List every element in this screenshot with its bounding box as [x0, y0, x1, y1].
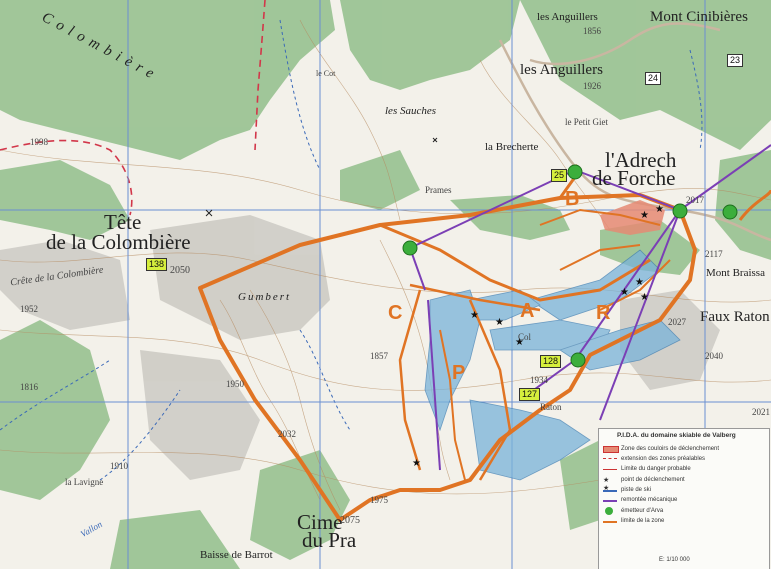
boundary-lines [0, 0, 266, 216]
legend-symbol-boundary [603, 521, 617, 528]
legend-symbol-station [605, 507, 613, 515]
summit-markers [205, 137, 438, 217]
legend-symbol-limit [603, 469, 617, 475]
tag-23: 23 [727, 54, 744, 67]
label-prames: Prames [425, 185, 452, 195]
svg-text:★: ★ [620, 287, 629, 298]
legend-row: piste de ski [621, 487, 652, 493]
tag-25: 25 [551, 169, 568, 182]
legend-row: Zone des couloirs de déclenchement [621, 446, 720, 452]
release-points: ★ ★ ★ ★ ★ ★ ★ ★ ★ [412, 204, 664, 469]
tag-138: 138 [146, 258, 168, 271]
legend-row: extension des zones préalables [621, 456, 706, 462]
legend-row: remontée mécanique [621, 497, 678, 503]
elev-e11: 1952 [20, 304, 38, 314]
elev-e2: 2117 [705, 249, 723, 259]
label-tete: Tête [104, 210, 142, 234]
elev-anguillers: 1856 [583, 26, 601, 36]
label-cime: Cime [297, 510, 343, 534]
elev-e4: 2040 [705, 351, 723, 361]
ski-area-outline [198, 163, 771, 522]
label-la-lavigne: la Lavigne [65, 477, 104, 487]
label-anguillers-small: les Anguillers [537, 11, 598, 23]
zone-r: R [596, 302, 611, 324]
tag-24: 24 [645, 72, 662, 85]
zone-b: B [565, 188, 580, 210]
label-baisse-barrot: Baisse de Barrot [200, 549, 273, 561]
lift-stations [402, 164, 738, 368]
elev-cime: 2075 [340, 515, 360, 526]
svg-text:★: ★ [470, 310, 479, 321]
elev-adrech: 2017 [686, 195, 704, 205]
svg-text:★: ★ [655, 204, 664, 215]
map-legend: P.I.D.A. du domaine skiable de Valberg Z… [598, 428, 770, 569]
label-brecherte: la Brecherte [485, 141, 539, 153]
tag-128: 128 [540, 355, 562, 368]
elev-e10: 2021 [752, 407, 770, 417]
label-de-forche: de Forche [592, 166, 676, 190]
streams [0, 19, 703, 481]
star-icon: ★ ★ [603, 477, 610, 492]
label-sauches: les Sauches [385, 105, 437, 117]
zone-p: P [452, 362, 466, 384]
label-colombiere: de la Colombière [46, 230, 191, 254]
elev-e1: 1998 [30, 137, 48, 147]
label-adrech: l'Adrech [605, 148, 677, 172]
elev-e9: 1857 [370, 351, 388, 361]
legend-row: limite de la zone [621, 518, 665, 524]
contour-lines [0, 19, 771, 511]
elev-e6: 1950 [226, 379, 244, 389]
svg-text:★: ★ [640, 210, 649, 221]
ski-lifts [409, 144, 771, 471]
legend-title: P.I.D.A. du domaine skiable de Valberg [617, 432, 736, 439]
legend-row: Limite du danger probable [621, 466, 691, 472]
label-le-cot: le Cot [316, 69, 336, 78]
label-mont-braissa: Mont Braissa [706, 267, 765, 279]
elev-tete: 2050 [170, 265, 190, 276]
elev-e12: 1816 [20, 382, 38, 392]
zone-c: C [388, 302, 403, 324]
label-anguillers: les Anguillers [520, 62, 603, 78]
map-scale: E: 1/10 000 [659, 557, 690, 563]
legend-row: point de déclenchement [621, 477, 685, 483]
svg-text:★: ★ [495, 317, 504, 328]
label-raton: Raton [540, 402, 562, 412]
elev-e3: 2027 [668, 317, 686, 327]
label-gumbert: Gumbert [238, 291, 292, 303]
svg-text:★: ★ [412, 458, 421, 469]
zone-a: A [520, 300, 535, 322]
elev-e5: 1975 [370, 495, 388, 505]
legend-row: émetteur d'Arva [621, 508, 664, 514]
elev-e8: 2032 [278, 429, 296, 439]
svg-text:★: ★ [640, 292, 649, 303]
label-col: Col [518, 332, 532, 342]
label-faux-raton: Faux Raton [700, 309, 770, 325]
legend-symbol-piste [603, 490, 617, 497]
legend-symbol-extension [603, 458, 617, 464]
label-du-pra: du Pra [302, 528, 357, 552]
elev-anguillers-b: 1926 [583, 81, 601, 91]
svg-text:★: ★ [515, 337, 524, 348]
tag-127: 127 [519, 388, 541, 401]
label-mont-cinibieres: Mont Cinibières [650, 9, 748, 25]
svg-text:★: ★ [635, 277, 644, 288]
elev-e13: 1910 [110, 461, 128, 471]
legend-symbol-zone [603, 446, 619, 453]
elev-e7: 1934 [530, 375, 548, 385]
label-petit-giet: le Petit Giet [565, 117, 608, 127]
legend-symbol-lift [603, 500, 617, 507]
